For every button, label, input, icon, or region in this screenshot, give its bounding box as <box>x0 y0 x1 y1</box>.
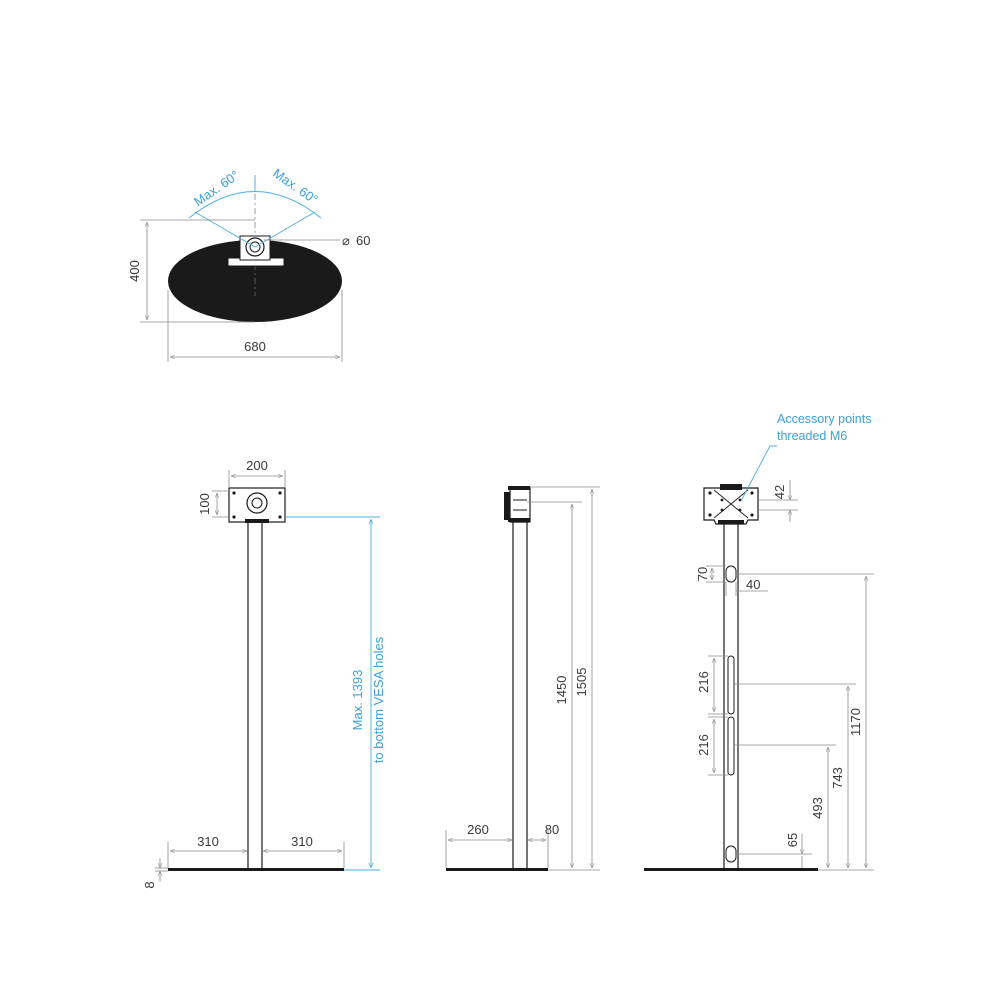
top-view: Max. 60° Max. 60° ⌀ 60 400 680 <box>127 165 370 362</box>
base-side <box>446 868 548 871</box>
slot-top <box>725 565 737 583</box>
callout-leader <box>740 445 777 502</box>
back-view: Accessory points threaded M6 42 70 40 21… <box>644 412 874 871</box>
bracket-plate-back <box>703 487 759 525</box>
angle-right-label: Max. 60° <box>270 165 321 207</box>
height-total-label: 1505 <box>574 668 589 697</box>
base-back <box>644 868 818 871</box>
height-493-label: 493 <box>810 797 825 819</box>
depth-label: 400 <box>127 260 142 282</box>
max-height-label-line2: to bottom VESA holes <box>371 636 386 763</box>
base-left-label: 310 <box>197 834 219 849</box>
base-thickness-label: 8 <box>142 881 157 888</box>
slot-216-upper-label: 216 <box>696 671 711 693</box>
base-front <box>168 868 344 871</box>
pole-side <box>512 521 528 871</box>
max-height-label-line1: Max. 1393 <box>350 670 365 731</box>
slot-mid-lower <box>727 716 735 776</box>
diameter-symbol: ⌀ <box>342 233 350 248</box>
angle-left-label: Max. 60° <box>191 167 242 209</box>
height-65-label: 65 <box>785 833 800 847</box>
vesa-plate-front <box>228 487 286 523</box>
base-depth-front-label: 260 <box>467 822 489 837</box>
accessory-spacing-label: 42 <box>772 485 787 499</box>
callout-line2: threaded M6 <box>777 429 847 443</box>
side-view: 1450 1505 260 80 <box>445 486 600 871</box>
bracket-side <box>509 487 531 523</box>
height-1170-label: 1170 <box>848 708 863 736</box>
pole-front <box>247 521 263 871</box>
width-label: 680 <box>244 339 266 354</box>
height-743-label: 743 <box>830 767 845 789</box>
base-depth-back-label: 80 <box>545 822 559 837</box>
rotation-arc <box>188 191 322 219</box>
slot-216-lower-label: 216 <box>696 734 711 756</box>
slot-width-label: 40 <box>746 577 760 592</box>
callout-line1: Accessory points <box>777 412 871 426</box>
slot-mid-upper <box>727 655 735 715</box>
slot-height-top-label: 70 <box>695 567 710 581</box>
slot-bottom <box>725 845 737 863</box>
plate-width-label: 200 <box>246 458 268 473</box>
pole-diameter-label: 60 <box>356 233 370 248</box>
front-view: 200 100 Max. 1393 to bottom VESA holes 3… <box>142 458 386 889</box>
base-right-label: 310 <box>291 834 313 849</box>
height-plate-label: 1450 <box>554 676 569 705</box>
plate-height-label: 100 <box>197 493 212 515</box>
